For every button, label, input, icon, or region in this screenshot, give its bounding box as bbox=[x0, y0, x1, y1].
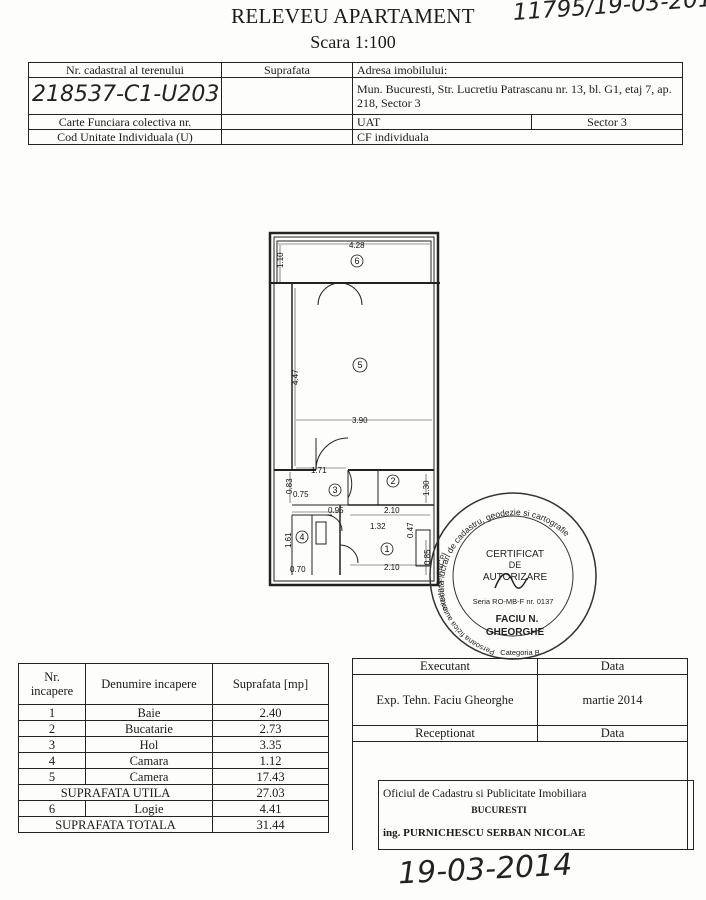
room-area: 3.35 bbox=[212, 736, 329, 753]
dim-1-10: 1.10 bbox=[276, 252, 285, 268]
dim-0-85: 0.85 bbox=[423, 549, 432, 565]
dim-4-28: 4.28 bbox=[349, 241, 365, 250]
cadastral-number-handwritten: 218537-C1-U203 bbox=[32, 82, 220, 107]
surface-value-cell bbox=[221, 77, 353, 115]
cf-colectiva-label: Carte Funciara colectiva nr. bbox=[28, 114, 222, 130]
logie-area: 4.41 bbox=[212, 800, 329, 817]
dim-2-10-kitchen: 2.10 bbox=[384, 506, 400, 515]
office-stamp-line-2: BUCURESTI bbox=[471, 806, 527, 816]
room-number-1: 1 bbox=[384, 544, 389, 554]
office-stamp-line-1: Oficiul de Cadastru si Publicitate Imobi… bbox=[383, 788, 587, 800]
table-row: 3 Hol 3.35 bbox=[18, 736, 329, 753]
executant-table: Executant Data Exp. Tehn. Faciu Gheorghe… bbox=[352, 658, 688, 850]
authorization-stamp: executa lucrari de cadastru, geodezie si… bbox=[0, 0, 597, 660]
stamp-categoria: Categoria B bbox=[500, 648, 540, 657]
room-name: Hol bbox=[85, 736, 213, 753]
util-label: SUPRAFATA UTILA bbox=[18, 784, 213, 801]
table-row: 4 Camara 1.12 bbox=[18, 752, 329, 769]
room-name: Baie bbox=[85, 704, 213, 721]
dim-4-47: 4.47 bbox=[291, 369, 300, 385]
col-header-nr: Nr. incapere bbox=[18, 663, 86, 705]
room-area: 2.73 bbox=[212, 720, 329, 737]
scale-label: Scara 1:100 bbox=[310, 32, 396, 52]
executant-label: Executant bbox=[352, 658, 538, 675]
office-stamp-line-3: ing. PURNICHESCU SERBAN NICOLAE bbox=[383, 827, 586, 839]
room-area: 1.12 bbox=[212, 752, 329, 769]
dim-0-47: 0.47 bbox=[406, 522, 415, 538]
stamp-signature-icon bbox=[494, 573, 528, 589]
room-number-6: 6 bbox=[354, 256, 359, 266]
col-header-name: Denumire incapere bbox=[85, 663, 213, 705]
cf-individuala-label: CF individuala bbox=[352, 129, 683, 145]
table-row: 2 Bucatarie 2.73 bbox=[18, 720, 329, 737]
room-number-5: 5 bbox=[357, 360, 362, 370]
stamp-de: DE bbox=[509, 560, 522, 570]
dim-0-83: 0.83 bbox=[285, 478, 294, 494]
stamp-seria: Seria RO-MB-F nr. 0137 bbox=[473, 597, 554, 606]
table-row: 5 Camera 17.43 bbox=[18, 768, 329, 785]
room-name: Camera bbox=[85, 768, 213, 785]
room-number-2: 2 bbox=[390, 476, 395, 486]
room-nr: 2 bbox=[18, 720, 86, 737]
stamp-ring-left: Persoana fizica autorizata de ANCPI sa bbox=[0, 0, 496, 657]
room-area: 17.43 bbox=[212, 768, 329, 785]
dim-0-70: 0.70 bbox=[290, 565, 306, 574]
logie-name: Logie bbox=[85, 800, 213, 817]
room-number-3: 3 bbox=[332, 485, 337, 495]
stamp-autorizare: AUTORIZARE bbox=[483, 572, 548, 583]
table-row: 1 Baie 2.40 bbox=[18, 704, 329, 721]
total-value: 31.44 bbox=[212, 816, 329, 833]
address-value: Mun. Bucuresti, Str. Lucretiu Patrascanu… bbox=[352, 77, 683, 115]
stamp-certificat: CERTIFICAT bbox=[486, 549, 544, 560]
property-info-table: Nr. cadastral al terenului Suprafata Adr… bbox=[28, 62, 683, 145]
dim-3-90: 3.90 bbox=[352, 416, 368, 425]
dim-1-71: 1.71 bbox=[311, 466, 327, 475]
data-label: Data bbox=[537, 658, 688, 675]
office-stamp: Oficiul de Cadastru si Publicitate Imobi… bbox=[378, 780, 694, 850]
dim-1-32: 1.32 bbox=[370, 522, 386, 531]
dim-0-95: 0.95 bbox=[328, 506, 344, 515]
cod-unitate-label: Cod Unitate Individuala (U) bbox=[28, 129, 222, 145]
page-title: RELEVEU APARTAMENT bbox=[231, 4, 475, 28]
receptionat-area bbox=[352, 741, 688, 850]
stamp-name-1: FACIU N. bbox=[496, 614, 539, 625]
room-nr: 5 bbox=[18, 768, 86, 785]
dim-2-10-bath: 2.10 bbox=[384, 563, 400, 572]
util-value: 27.03 bbox=[212, 784, 329, 801]
dim-1-61: 1.61 bbox=[284, 532, 293, 548]
table-row: 6 Logie 4.41 bbox=[18, 800, 329, 817]
room-number-4: 4 bbox=[299, 532, 304, 542]
room-area: 2.40 bbox=[212, 704, 329, 721]
logie-nr: 6 bbox=[18, 800, 86, 817]
executant-value: Exp. Tehn. Faciu Gheorghe bbox=[352, 674, 538, 726]
rooms-table: Nr. incapere Denumire incapere Suprafata… bbox=[18, 663, 329, 833]
col-header-area: Suprafata [mp] bbox=[212, 663, 329, 705]
room-nr: 1 bbox=[18, 704, 86, 721]
stamp-name-2: GHEORGHE bbox=[486, 627, 545, 638]
dim-0-75: 0.75 bbox=[293, 490, 309, 499]
dim-1-30: 1.30 bbox=[422, 480, 431, 496]
room-nr: 4 bbox=[18, 752, 86, 769]
data-label-2: Data bbox=[537, 725, 688, 742]
receptionat-label: Receptionat bbox=[352, 725, 538, 742]
executant-date: martie 2014 bbox=[537, 674, 688, 726]
cadastral-value-cell bbox=[28, 77, 222, 115]
room-nr: 3 bbox=[18, 736, 86, 753]
room-name: Bucatarie bbox=[85, 720, 213, 737]
room-name: Camara bbox=[85, 752, 213, 769]
total-label: SUPRAFATA TOTALA bbox=[18, 816, 213, 833]
